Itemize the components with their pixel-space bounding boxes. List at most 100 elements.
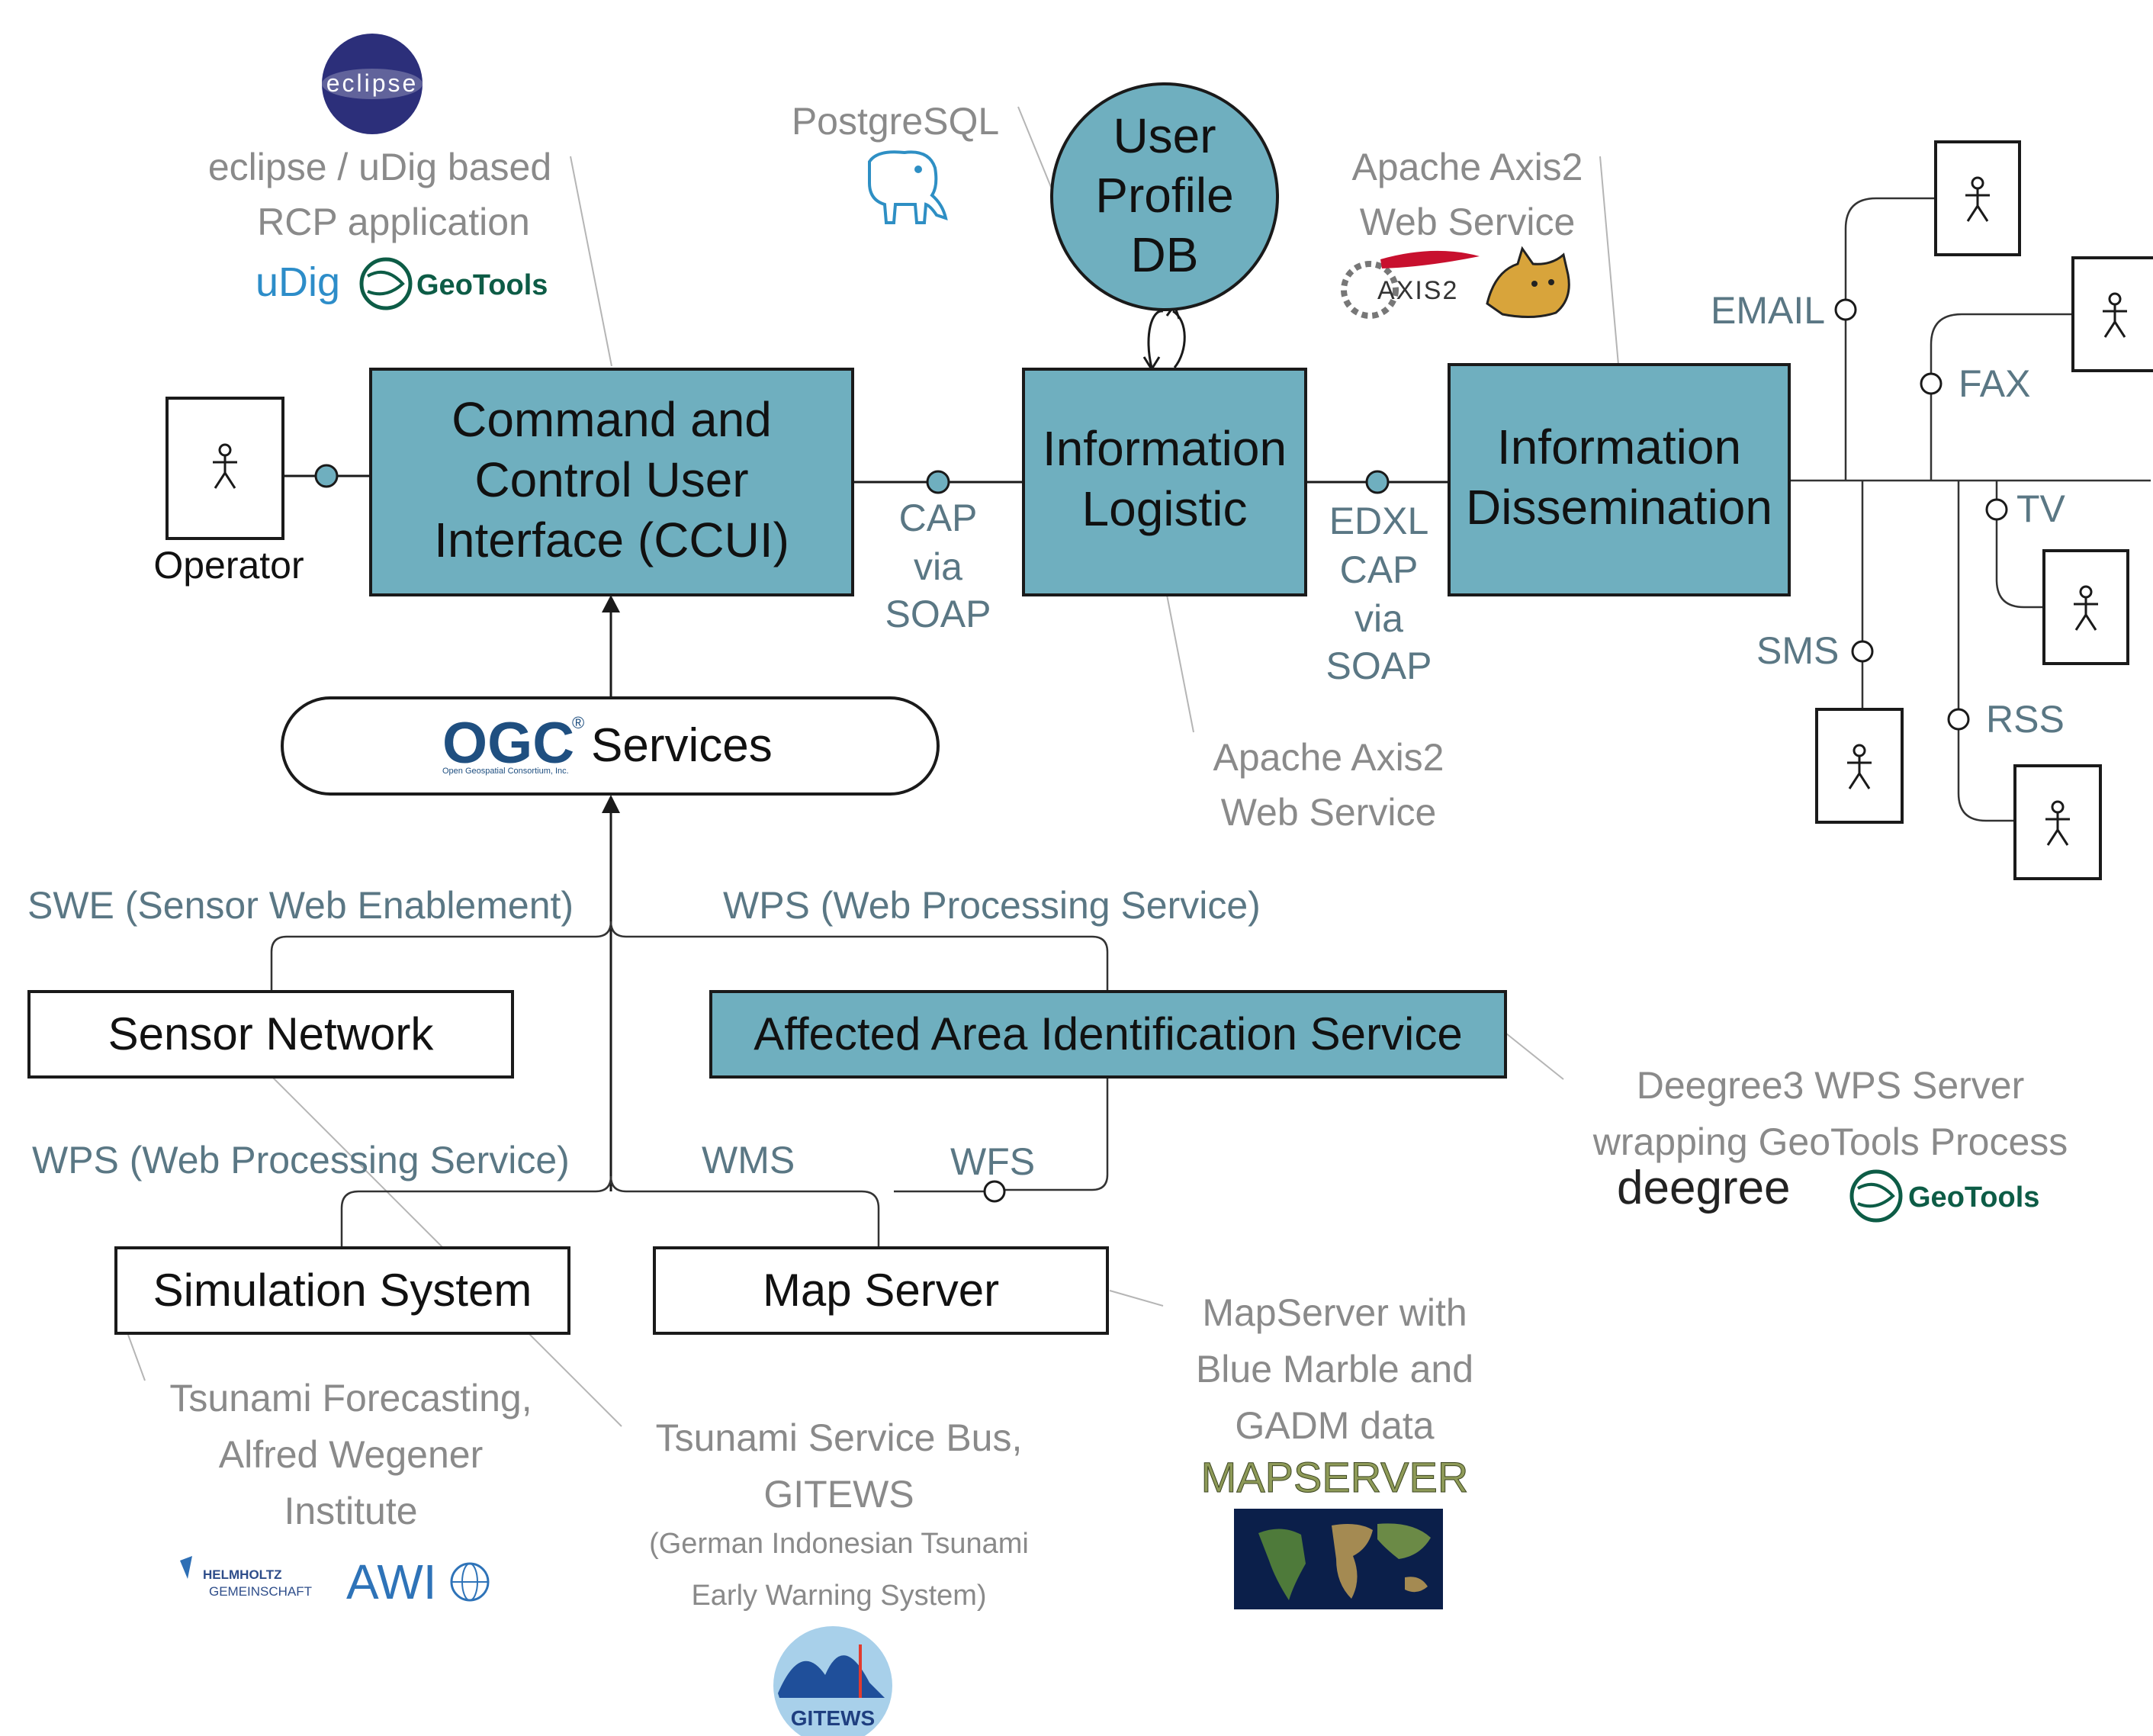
- annotations: eclipse / uDig based RCP application Pos…: [169, 100, 2068, 1612]
- operator-label: Operator: [153, 544, 304, 587]
- postgresql-note: PostgreSQL: [792, 100, 999, 143]
- awi-logo-text: AWI: [346, 1554, 437, 1609]
- leader-deegree: [1505, 1033, 1564, 1080]
- awi-logo: AWI: [346, 1554, 490, 1609]
- geotools-logo-top-text: GeoTools: [416, 269, 548, 301]
- db-line-3: DB: [1131, 227, 1199, 282]
- fax-label: FAX: [1959, 362, 2030, 405]
- deegree-logo: deegree: [1617, 1162, 1791, 1214]
- cap-soap-port: [926, 470, 950, 494]
- tv-recipient-stick-figure-icon: [2074, 585, 2098, 631]
- db-link-up: [1147, 310, 1164, 368]
- axis2-top-note-1: Apache Axis2: [1352, 146, 1583, 188]
- deegree-note-1: Deegree3 WPS Server: [1637, 1064, 2025, 1107]
- tsunami-forecast-note-3: Institute: [284, 1490, 417, 1532]
- dissemination-line-2: Dissemination: [1466, 480, 1772, 535]
- db-line-1: User: [1113, 108, 1216, 163]
- mapserver-logo: MAPSERVER: [1201, 1453, 1469, 1501]
- component-info-dissemination[interactable]: Information Dissemination: [1448, 363, 1791, 596]
- eclipse-logo-text: eclipse: [326, 69, 419, 97]
- helmholtz-logo-line-2: GEMEINSCHAFT: [209, 1584, 312, 1599]
- axis2-mid-note-2: Web Service: [1221, 791, 1437, 834]
- email-recipient-stick-figure-icon: [1965, 176, 1990, 222]
- operator-stick-figure-icon: [213, 443, 237, 489]
- component-sensor-network[interactable]: Sensor Network: [27, 990, 514, 1079]
- eclipse-note-1: eclipse / uDig based: [208, 146, 551, 188]
- component-ccui[interactable]: Command and Control User Interface (CCUI…: [369, 368, 854, 596]
- leader-tsunami-forecast: [127, 1334, 146, 1381]
- eclipse-logo: eclipse: [322, 34, 423, 134]
- leader-eclipse: [570, 156, 612, 367]
- edxl-soap-port: [1365, 470, 1390, 494]
- wfs-branch: [991, 1077, 1109, 1191]
- tsunami-bus-sub-2: Early Warning System): [691, 1580, 986, 1612]
- axis2-mid-note-1: Apache Axis2: [1213, 736, 1444, 779]
- ogc-trunk-arrowhead: [602, 795, 620, 813]
- logos: eclipse uDig GeoTools AXIS2 deegree: [180, 34, 2039, 1736]
- logistic-line-1: Information: [1043, 421, 1287, 476]
- fax-channel: [1930, 313, 2073, 481]
- edxl-label-1: EDXL: [1329, 500, 1429, 542]
- geotools-logo-top: GeoTools: [359, 257, 548, 310]
- udig-logo: uDig: [255, 259, 340, 305]
- gitews-logo: GITEWS: [773, 1626, 892, 1736]
- postgresql-elephant-icon: [868, 150, 948, 224]
- wms-branch: [609, 1175, 880, 1248]
- ogc-services-label: Services: [591, 719, 773, 772]
- interface-labels: CAP via SOAP EDXL CAP via SOAP EMAIL FAX…: [27, 289, 2066, 1183]
- operator-interface-port: [314, 464, 339, 488]
- tsunami-forecast-note-2: Alfred Wegener: [219, 1433, 483, 1476]
- helmholtz-logo: HELMHOLTZ GEMEINSCHAFT: [180, 1556, 312, 1599]
- actor-email-recipient: [1934, 140, 2021, 256]
- email-channel: [1844, 197, 1936, 481]
- wps-top-label: WPS (Web Processing Service): [723, 884, 1261, 927]
- sms-port: [1851, 640, 1874, 663]
- sms-label: SMS: [1756, 629, 1839, 672]
- component-map-server[interactable]: Map Server: [653, 1246, 1109, 1335]
- eclipse-note-2: RCP application: [257, 201, 530, 243]
- axis2-logo: AXIS2: [1341, 250, 1480, 319]
- email-label: EMAIL: [1711, 289, 1825, 332]
- gitews-logo-text: GITEWS: [791, 1706, 875, 1730]
- simulation-system-label: Simulation System: [153, 1265, 532, 1316]
- tsunami-bus-note-2: GITEWS: [763, 1473, 914, 1516]
- mapserver-note-2: Blue Marble and: [1196, 1348, 1473, 1390]
- tv-label: TV: [2016, 487, 2066, 530]
- rss-channel: [1957, 481, 2015, 822]
- map-server-label: Map Server: [763, 1265, 999, 1316]
- sensor-network-label: Sensor Network: [108, 1008, 435, 1059]
- fax-port: [1920, 372, 1943, 395]
- tsunami-bus-sub-1: (German Indonesian Tsunami: [649, 1528, 1029, 1560]
- wps-top-branch: [609, 921, 1109, 992]
- swe-label: SWE (Sensor Web Enablement): [27, 884, 574, 927]
- component-affected-area[interactable]: Affected Area Identification Service: [709, 990, 1507, 1079]
- cap-label-1: CAP: [899, 497, 978, 539]
- wps-bottom-branch: [340, 1175, 612, 1248]
- helmholtz-logo-line-1: HELMHOLTZ: [203, 1567, 282, 1582]
- tomcat-icon: [1486, 246, 1570, 319]
- component-user-profile-db[interactable]: User Profile DB: [1050, 82, 1279, 311]
- component-info-logistic[interactable]: Information Logistic: [1022, 368, 1307, 596]
- ccui-line-1: Command and: [451, 392, 772, 447]
- component-ogc-services[interactable]: OGC ® Open Geospatial Consortium, Inc. S…: [281, 696, 940, 796]
- annotation-leaders: [127, 106, 1619, 1427]
- dissemination-line-1: Information: [1497, 420, 1741, 474]
- email-port: [1834, 298, 1857, 321]
- axis2-logo-text: AXIS2: [1377, 276, 1458, 305]
- leader-mapserver: [1109, 1290, 1164, 1307]
- mapserver-note-3: GADM data: [1235, 1404, 1434, 1447]
- component-simulation-system[interactable]: Simulation System: [114, 1246, 570, 1335]
- tsunami-bus-note-1: Tsunami Service Bus,: [656, 1416, 1023, 1459]
- leader-axis2-top: [1599, 156, 1619, 365]
- edxl-label-2: CAP: [1340, 548, 1419, 591]
- deegree-note-2: wrapping GeoTools Process: [1592, 1120, 2068, 1163]
- ogc-logo: OGC: [442, 711, 574, 776]
- connectors: [270, 197, 2151, 1248]
- leader-postgresql: [1017, 106, 1053, 191]
- actor-rss-recipient: [2013, 764, 2102, 880]
- ogc-logo-subtitle: Open Geospatial Consortium, Inc.: [442, 767, 569, 776]
- actor-sms-recipient: [1815, 708, 1904, 824]
- geotools-logo-bottom: GeoTools: [1849, 1169, 2039, 1223]
- actor-tv-recipient: [2042, 549, 2129, 665]
- actor-fax-recipient: [2071, 256, 2153, 372]
